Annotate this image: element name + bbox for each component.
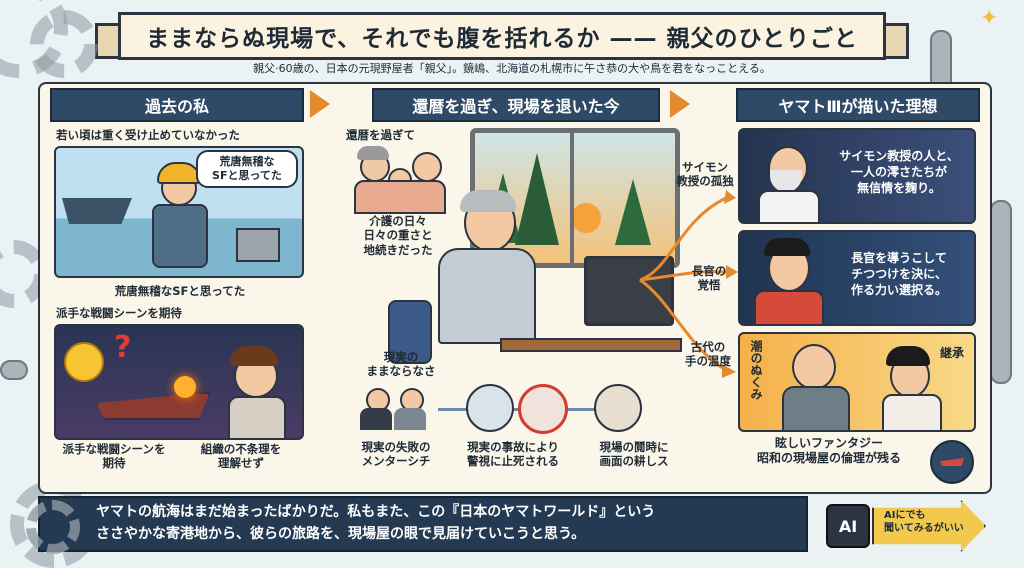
man-hair — [460, 190, 516, 212]
bottom-banner: ヤマトの航海はまだ始まったばかりだ。私もまた、この『日本のヤマトワールド』という… — [38, 496, 808, 552]
prohibited-icon — [518, 384, 568, 434]
branch-commander: 長官の 覚悟 — [691, 264, 727, 293]
professor-beard — [770, 170, 802, 192]
reality-item-3: 現場の鬩時に 画面の耕しス — [599, 440, 669, 469]
old-man-body — [782, 386, 850, 430]
family-figure — [350, 146, 446, 214]
speech-bubble: 荒唐無稽な SFと思ってた — [196, 150, 298, 188]
suit-icon — [394, 408, 426, 430]
pipe-decor — [0, 360, 28, 380]
past-caption-battle: 派手な戦闘シーンを期待 — [56, 306, 182, 320]
elder-hair — [357, 146, 389, 160]
sparkle-icon: ✦ — [980, 6, 999, 31]
branch-simon: サイモン 教授の孤独 — [676, 160, 734, 189]
card-commander: 長官を導うこして チつつけを決に、 作る力い選択る。 — [738, 230, 976, 326]
hero-hair — [230, 346, 278, 366]
reality-item-1: 現実の失敗の メンターシチ — [361, 440, 431, 469]
header-now: 還暦を過ぎ、現場を退いた今 — [372, 88, 660, 122]
branch-arrows — [639, 190, 738, 378]
bottom-line-1: ヤマトの航海はまだ始まったばかりだ。私もまた、この『日本のヤマトワールド』という — [96, 504, 656, 521]
sun-icon — [64, 342, 104, 382]
past-caption-top: 若い頃は重く受け止めていなかった — [56, 128, 240, 142]
officer-circle-icon — [466, 384, 514, 432]
worker-circle-icon — [594, 384, 642, 432]
young-man-hair — [886, 346, 930, 366]
ship-mini-icon — [940, 458, 964, 466]
battle-scene: ? — [54, 324, 304, 440]
man-body — [438, 248, 536, 344]
card-simon: サイモン教授の人と、 一人の澪さたちが 無信情を麹り。 — [738, 128, 976, 224]
past-caption-mid: 荒唐無稽なSFと思ってた — [114, 284, 246, 298]
ai-note: AIにでも 聞いてみるがいい — [884, 510, 964, 534]
chair — [388, 300, 432, 364]
young-man-suit — [882, 394, 942, 430]
arrow-right-icon — [670, 90, 690, 118]
card-simon-text: サイモン教授の人と、 一人の澪さたちが 無信情を麹り。 — [839, 149, 959, 196]
officer-hair — [764, 238, 810, 256]
reality-label: 現実の ままならなさ — [366, 350, 436, 379]
suit-icon — [360, 408, 392, 430]
question-icon: ? — [114, 330, 132, 365]
elder-man-figure — [420, 190, 550, 344]
family-body — [354, 180, 446, 214]
card-commander-text: 長官を導うこして チつつけを決に、 作る力い選択る。 — [850, 251, 947, 298]
card-kodai-left: 潮のぬくみ — [749, 340, 763, 400]
arrow-right-icon — [310, 90, 330, 118]
family-label: 還暦を過ぎて — [346, 128, 415, 142]
header-past: 過去の私 — [50, 88, 304, 122]
tree-icon — [515, 153, 559, 245]
tree-icon — [615, 179, 651, 245]
battleship-icon — [96, 392, 210, 420]
gear-icon — [26, 500, 80, 554]
explosion-icon — [174, 376, 196, 398]
card-kodai: 潮のぬくみ 継承 — [738, 332, 976, 432]
tools-icon — [236, 228, 280, 262]
hero-suit — [228, 396, 286, 438]
pipe-decor — [990, 200, 1012, 384]
bottom-line-2: ささやかな寄港地から、彼らの旅路を、現場屋の眼で見届けていこうと思う。 — [96, 526, 586, 542]
worker-body — [152, 204, 208, 268]
woman-figure — [412, 152, 442, 182]
page-title: ままならぬ現場で、それでも腹を括れるか —— 親父のひとりごと — [95, 12, 909, 60]
branch-kodai: 古代の 手の温度 — [685, 340, 731, 369]
old-man-figure — [792, 344, 836, 390]
ai-chip-label: AI — [838, 516, 858, 536]
subtitle: 親父·60歳の、日本の元現野屋者「親父」。鏡嶋、北海道の札幌市に午さ恭の大や鳥を… — [253, 62, 771, 75]
officer-uniform — [754, 290, 824, 324]
header-ideal: ヤマトⅢが描いた理想 — [736, 88, 980, 122]
ai-chip-icon[interactable]: AI — [826, 504, 870, 548]
reality-icons — [358, 382, 648, 434]
sunset-icon — [571, 203, 601, 233]
care-label: 介護の日々 日々の重さと 地続きだった — [363, 214, 433, 257]
card-kodai-right: 継承 — [940, 346, 965, 360]
desk — [500, 338, 682, 352]
ship-icon — [62, 198, 132, 224]
hardhat-icon — [157, 162, 201, 184]
ideal-footer: 眩しいファンタジー 昭和の現場屋の倫理が残る — [756, 436, 901, 465]
past-bottom-right: 組織の不条理を 理解せず — [200, 442, 282, 471]
labcoat — [758, 190, 820, 222]
yamato-badge-icon — [930, 440, 974, 484]
past-bottom-left: 派手な戦闘シーンを 期待 — [62, 442, 166, 471]
window-frame — [570, 133, 574, 263]
reality-item-2: 現実の事故により 警視に止死される — [467, 440, 559, 469]
